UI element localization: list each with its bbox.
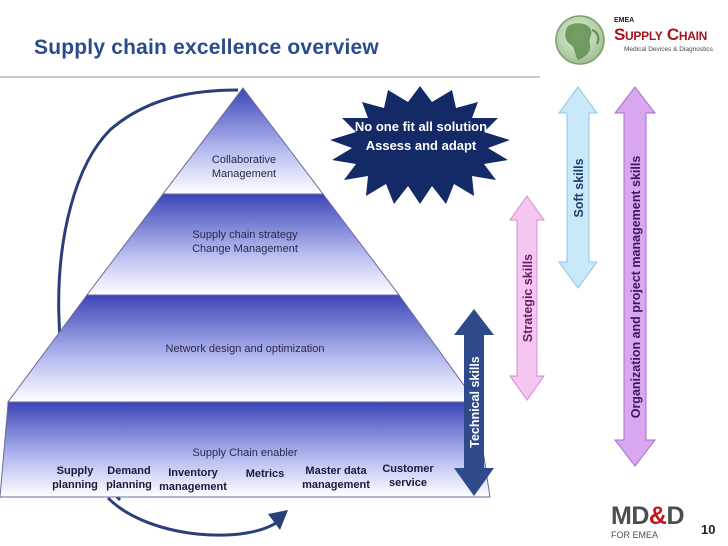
level-4-line-1: Supply Chain enabler — [192, 447, 298, 459]
level-3-line-1: Network design and optimization — [166, 343, 325, 355]
mdd-ampersand: & — [648, 502, 667, 530]
enabler-supply-line-1: Supply — [57, 465, 95, 477]
enabler-inventory-line-1: Inventory — [168, 467, 218, 479]
logo-tagline: Medical Devices & Diagnostics — [624, 46, 713, 53]
enabler-demand-line-1: Demand — [107, 465, 150, 477]
technical-skills-label: Technical skills — [468, 356, 482, 448]
title-underline — [0, 76, 540, 78]
page-number: 10 — [701, 522, 716, 537]
enabler-inventory-line-2: management — [159, 481, 227, 493]
enabler-customer-line-2: service — [389, 477, 427, 489]
strategic-skills-label: Strategic skills — [521, 254, 535, 342]
enabler-master-data-line-2: management — [302, 479, 370, 491]
starburst-callout: No one fit all solution Assess and adapt — [330, 86, 510, 204]
level-1-line-1: Collaborative — [212, 154, 276, 166]
soft-skills-arrow: Soft skills — [558, 86, 598, 289]
soft-skills-label: Soft skills — [572, 158, 586, 217]
enabler-demand-line-2: planning — [106, 479, 152, 491]
pyramid: Collaborative Management Supply chain st… — [0, 87, 491, 498]
strategic-skills-arrow: Strategic skills — [509, 195, 545, 401]
org-project-skills-arrow: Organization and project management skil… — [613, 86, 657, 467]
logo-brand: Supply Chain — [614, 25, 707, 44]
mdd-logo-sub: FOR EMEA — [611, 530, 659, 540]
level-2-line-2: Change Management — [192, 243, 298, 255]
globe-logo-icon — [555, 15, 605, 65]
enabler-customer-line-1: Customer — [382, 463, 434, 475]
org-project-skills-label: Organization and project management skil… — [629, 156, 643, 419]
technical-skills-arrow: Technical skills — [454, 309, 494, 496]
mdd-logo-text: MD&D — [611, 502, 685, 530]
logo-emea: EMEA — [614, 17, 635, 24]
mdd-logo: MD&D — [611, 502, 685, 531]
slide-title: Supply chain excellence overview — [34, 36, 379, 59]
enabler-supply-line-2: planning — [52, 479, 98, 491]
starburst-line-1: No one fit all solution — [355, 119, 487, 134]
starburst-line-2: Assess and adapt — [366, 138, 477, 153]
level-2-line-1: Supply chain strategy — [192, 229, 298, 241]
enabler-metrics: Metrics — [246, 468, 285, 480]
level-1-line-2: Management — [212, 168, 276, 180]
enabler-master-data-line-1: Master data — [305, 465, 367, 477]
